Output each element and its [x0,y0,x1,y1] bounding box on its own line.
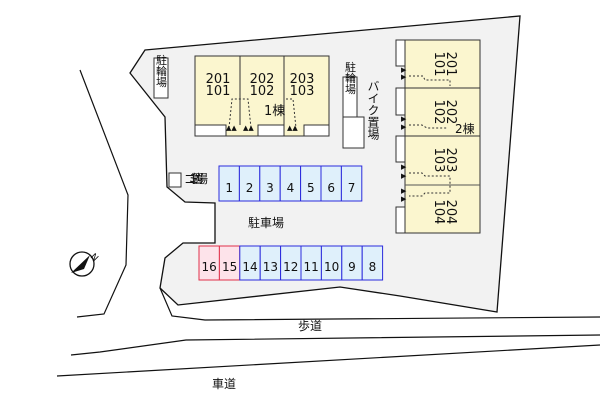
unit-201: 201 [206,72,231,87]
unit-204: 204 [443,200,458,225]
svg-text:▶: ▶ [401,172,407,180]
boundary-line [76,69,129,318]
unit-101: 101 [431,52,446,77]
svg-text:▶: ▶ [401,195,407,203]
unit-203: 203 [290,72,315,87]
parking-space-number: 1 [225,181,233,195]
building-1-label: 1棟 [264,104,285,119]
parking-space-number: 2 [246,181,254,195]
unit-102: 102 [250,84,275,99]
bicycle-parking-right-label: 駐輪場 [344,60,357,95]
parking-space-number: 9 [348,260,356,274]
parking-space-number: 7 [348,181,356,195]
svg-text:N: N [88,252,100,264]
svg-text:▲▲: ▲▲ [243,124,254,132]
unit-202: 202 [443,100,458,125]
unit-102: 102 [431,100,446,125]
svg-text:▶: ▶ [401,66,407,74]
building-2-label: 2棟 [455,121,475,136]
parking-space-number: 10 [324,260,339,274]
garbage-label: ゴミ置場 [184,171,208,186]
parking-lot-label: 駐車場 [248,215,284,230]
sidewalk-edge-lower [70,334,600,356]
unit-203: 203 [443,148,458,173]
road-edge [56,344,600,377]
svg-text:▶: ▶ [401,163,407,171]
parking-space-number: 4 [287,181,295,195]
parking-space-7 [340,165,363,202]
parking-space-number: 5 [307,181,315,195]
parking-space-number: 16 [202,260,217,274]
roadway-label: 車道 [212,377,236,391]
svg-text:▲▲: ▲▲ [226,124,237,132]
parking-space-8 [361,245,384,281]
svg-text:▲▲: ▲▲ [287,124,298,132]
unit-202: 202 [250,72,275,87]
unit-103: 103 [431,148,446,173]
garbage-area [168,172,182,188]
bike-parking-area [342,116,365,149]
parking-space-number: 14 [242,260,257,274]
sidewalk-label: 歩道 [298,318,322,333]
svg-text:▶: ▶ [401,73,407,81]
compass-icon: N [69,251,100,277]
parking-space-number: 6 [327,181,335,195]
svg-text:▶: ▶ [401,187,407,195]
bike-parking-label: バイク置場 [366,80,380,141]
sidewalk-edge [159,287,600,321]
parking-space-number: 3 [266,181,274,195]
unit-101: 101 [206,84,231,99]
unit-104: 104 [431,200,446,225]
parking-space-number: 13 [263,260,278,274]
parking-space-number: 15 [222,260,237,274]
bicycle-parking-left-label: 駐輪場 [155,53,168,88]
parking-space-number: 8 [369,260,377,274]
building-1: ▲▲ ▲▲ ▲▲ 201 101 202 102 203 103 1棟 [194,55,330,137]
svg-text:▶: ▶ [401,123,407,131]
unit-201: 201 [443,52,458,77]
unit-103: 103 [290,84,315,99]
parking-space-number: 12 [283,260,298,274]
svg-text:▶: ▶ [401,115,407,123]
parking-space-number: 11 [304,260,319,274]
